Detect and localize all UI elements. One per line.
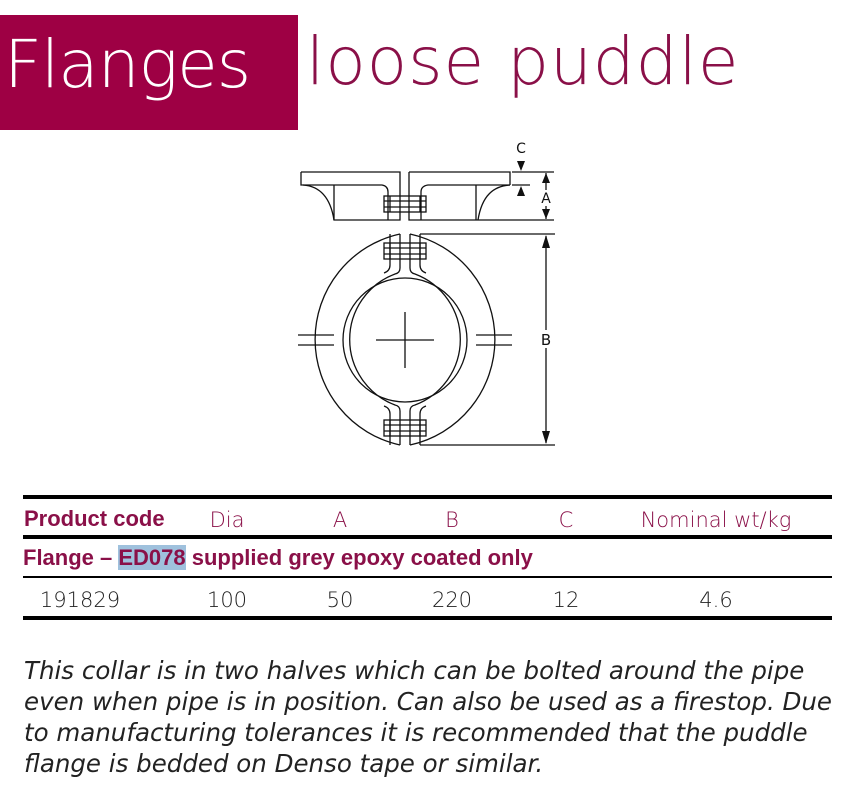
cell-c: 12 (552, 588, 580, 612)
table-bottom-rule (23, 616, 832, 620)
header-rule (23, 535, 832, 539)
header-a: A (332, 508, 348, 532)
section-suffix: supplied grey epoxy coated only (185, 545, 533, 570)
cell-b: 220 (431, 588, 473, 612)
section-prefix: Flange – (23, 545, 119, 570)
title-banner: Flanges (0, 15, 298, 130)
flange-diagram: C A A B (298, 141, 555, 446)
page-title: Flanges (4, 26, 251, 103)
header-c: C (558, 508, 574, 532)
section-rule (23, 576, 832, 578)
side-view-right (408, 171, 511, 221)
product-description: This collar is in two halves which can b… (24, 656, 832, 778)
cell-a: 50 (326, 588, 354, 612)
section-title: Flange – ED078 supplied grey epoxy coate… (23, 545, 533, 571)
table-top-rule (23, 495, 832, 499)
svg-text:B: B (541, 331, 551, 349)
header-b: B (445, 508, 459, 532)
header-weight: Nominal wt/kg (640, 508, 792, 532)
cell-product-code: 191829 (39, 588, 121, 612)
svg-text:A: A (541, 191, 551, 207)
header-product-code: Product code (24, 506, 165, 531)
svg-text:C: C (516, 141, 526, 157)
header-dia: Dia (209, 508, 245, 532)
section-code-highlight: ED078 (118, 545, 186, 570)
cell-weight: 4.6 (699, 588, 733, 612)
cell-dia: 100 (206, 588, 248, 612)
page-subtitle: loose puddle (306, 23, 740, 100)
